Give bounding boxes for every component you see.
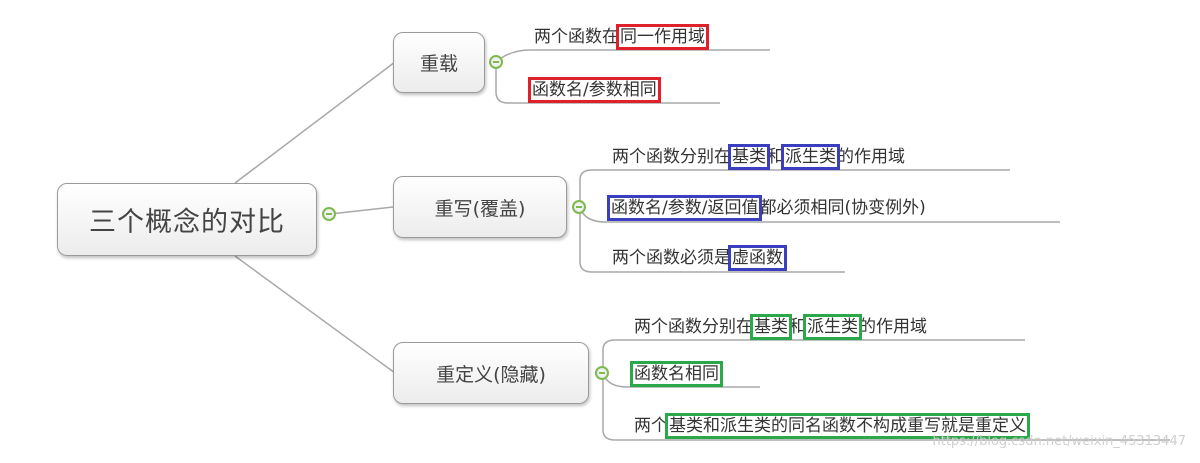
branch-override-collapse-icon[interactable]: [572, 200, 586, 214]
highlight-box: 函数名/参数相同: [528, 77, 661, 103]
leaf-text: 都必须相同(协变例外): [759, 198, 926, 218]
leaf-redefine-2[interactable]: 函数名相同: [630, 361, 723, 387]
leaf-text: 两个: [634, 416, 668, 436]
leaf-text: 和: [789, 317, 806, 337]
leaf-text: 的作用域: [837, 147, 905, 167]
highlight-box: 函数名相同: [630, 361, 723, 387]
highlight-box: 基类和派生类的同名函数不构成重写就是重定义: [665, 413, 1030, 439]
watermark: https://blog.csdn.net/weixin_45313447: [932, 434, 1186, 449]
leaf-text: 和: [767, 147, 784, 167]
branch-redefine-collapse-icon[interactable]: [595, 366, 609, 380]
root-node[interactable]: 三个概念的对比: [57, 183, 317, 256]
highlight-box: 派生类: [803, 314, 862, 340]
leaf-override-2[interactable]: 函数名/参数/返回值都必须相同(协变例外): [606, 195, 926, 221]
highlight-box: 基类: [728, 144, 770, 170]
leaf-text: 两个函数在: [534, 27, 619, 47]
highlight-box: 函数名/参数/返回值: [606, 195, 763, 221]
leaf-text: 两个函数分别在: [612, 147, 731, 167]
leaf-text: 两个函数必须是: [612, 248, 731, 268]
leaf-override-3[interactable]: 两个函数必须是虚函数: [612, 245, 787, 271]
branch-label: 重定义(隐藏): [436, 363, 546, 386]
highlight-box: 同一作用域: [616, 24, 709, 50]
leaf-text: 的作用域: [859, 317, 927, 337]
highlight-box: 派生类: [781, 144, 840, 170]
leaf-redefine-1[interactable]: 两个函数分别在基类和派生类的作用域: [634, 314, 927, 340]
branch-label: 重写(覆盖): [434, 197, 526, 220]
highlight-box: 基类: [750, 314, 792, 340]
root-collapse-icon[interactable]: [322, 207, 336, 221]
branch-label: 重载: [419, 53, 458, 75]
leaf-redefine-3[interactable]: 两个基类和派生类的同名函数不构成重写就是重定义: [634, 413, 1030, 439]
leaf-text: 两个函数分别在: [634, 317, 753, 337]
root-label: 三个概念的对比: [89, 207, 285, 238]
highlight-box: 虚函数: [728, 245, 787, 271]
branch-node-redefine[interactable]: 重定义(隐藏): [393, 342, 589, 404]
leaf-override-1[interactable]: 两个函数分别在基类和派生类的作用域: [612, 144, 905, 170]
branch-node-overload[interactable]: 重载: [393, 32, 485, 93]
leaf-overload-2[interactable]: 函数名/参数相同: [528, 77, 661, 103]
leaf-overload-1[interactable]: 两个函数在同一作用域: [534, 24, 709, 50]
branch-overload-collapse-icon[interactable]: [489, 55, 503, 69]
branch-node-override[interactable]: 重写(覆盖): [393, 176, 567, 238]
